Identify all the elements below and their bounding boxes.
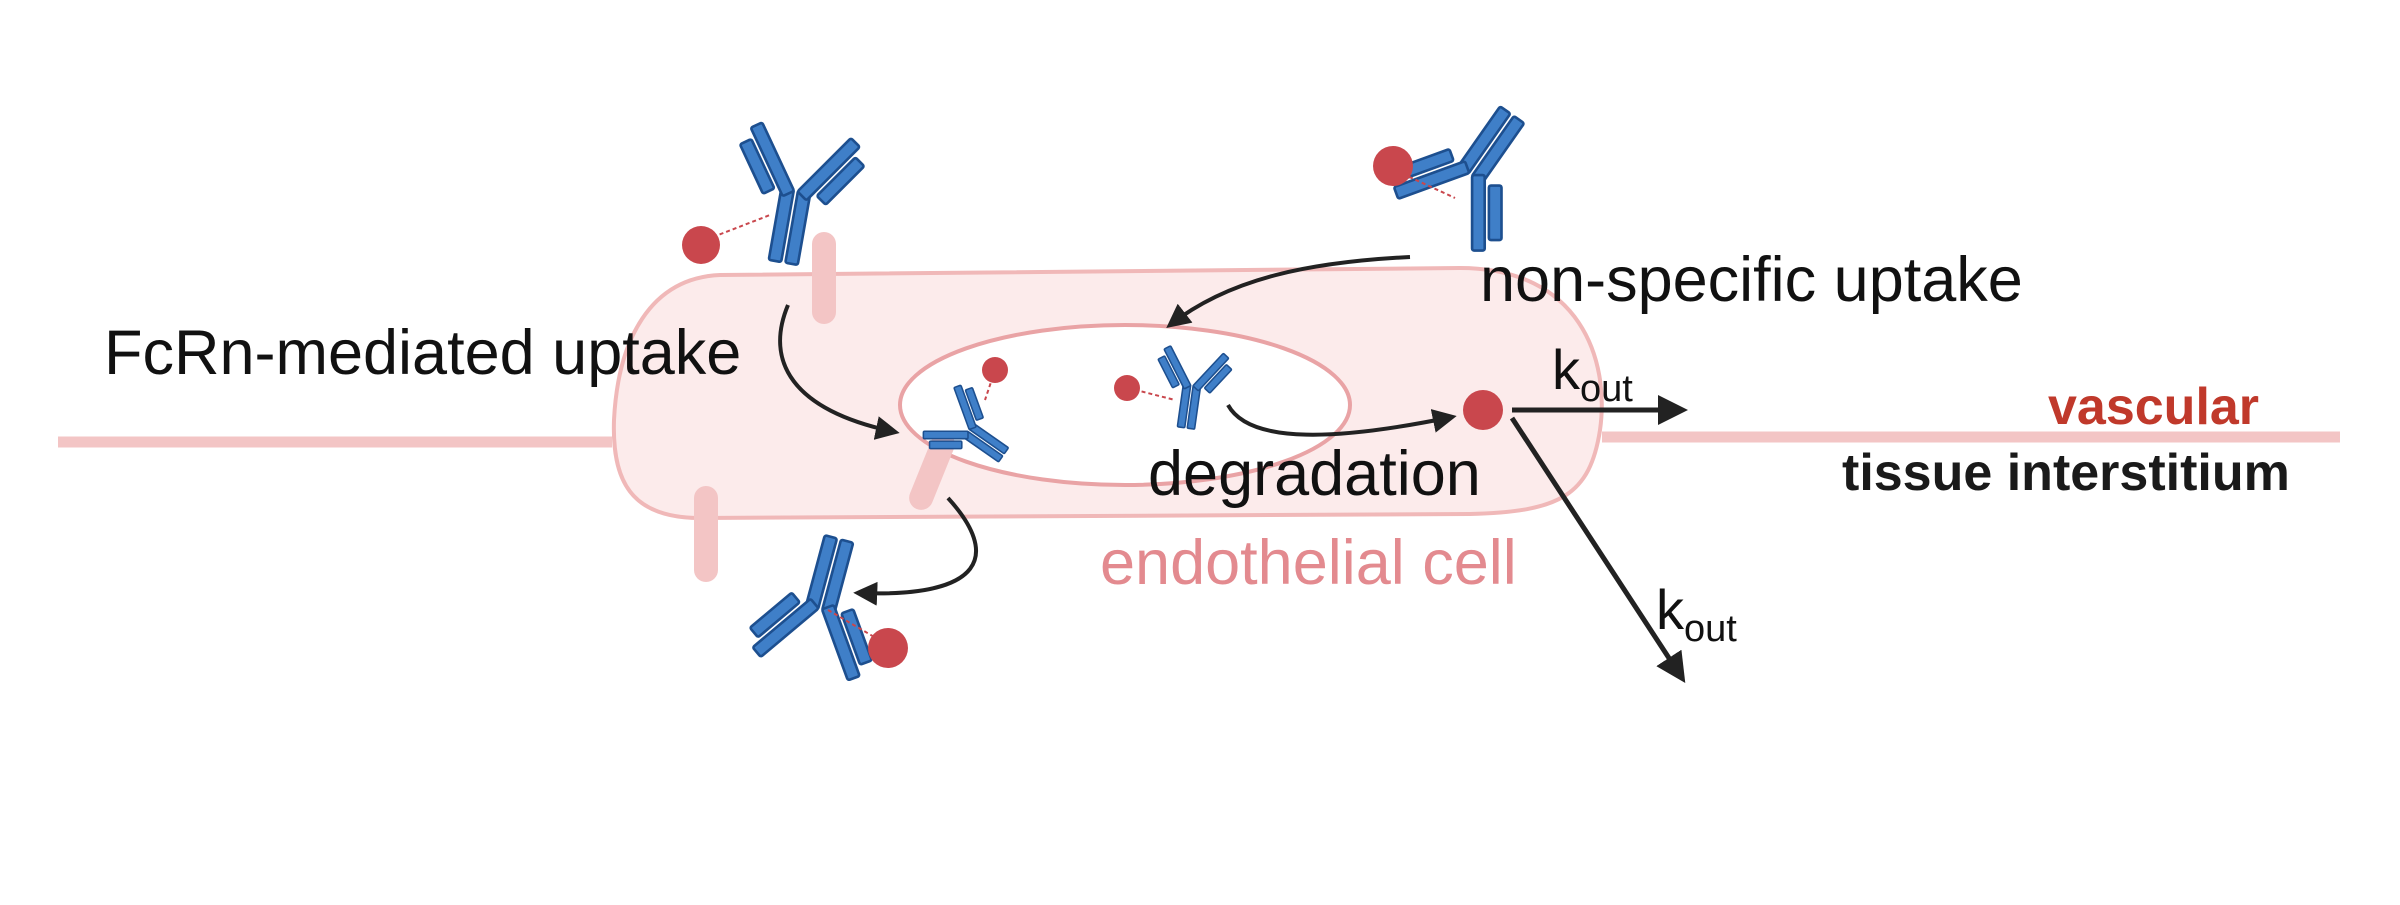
degradation-label: degradation [1148, 439, 1481, 509]
payload-dot-icon [868, 628, 908, 668]
kout-symbol: k [1552, 338, 1580, 401]
kout-vascular-label: kout [1552, 342, 1633, 410]
kout-tissue-label: kout [1656, 582, 1737, 650]
payload-dot-icon [682, 226, 720, 264]
antibody-icon [713, 116, 876, 276]
fcrn-uptake-label: FcRn-mediated uptake [104, 318, 742, 388]
arrow-icon [1226, 403, 1457, 437]
payload-dot-icon [1114, 375, 1140, 401]
linker-icon [1389, 167, 1456, 199]
kout-symbol: k [1656, 578, 1684, 641]
kout-subscript: out [1580, 368, 1633, 410]
endothelial-cell-label: endothelial cell [1100, 528, 1517, 598]
vascular-label: vascular [2048, 378, 2260, 436]
fcrn-receptor-icon [812, 232, 836, 324]
fcrn-receptor-icon [694, 486, 718, 582]
payload-dot-icon [1373, 146, 1413, 186]
tissue-interstitium-label: tissue interstitium [1842, 444, 2290, 502]
payload-dot-icon [1463, 390, 1503, 430]
arrow-icon [1509, 416, 1686, 684]
nonspecific-uptake-label: non-specific uptake [1480, 245, 2023, 315]
linker-icon [984, 369, 996, 401]
fcrn-receptor-icon [909, 432, 955, 510]
arrow-icon [778, 304, 900, 440]
payload-dot-icon [982, 357, 1008, 383]
arrow-icon [853, 496, 978, 606]
kout-subscript: out [1684, 608, 1737, 650]
linker-icon [699, 214, 771, 243]
endosome [898, 323, 1352, 487]
arrow-icon [1166, 255, 1411, 328]
